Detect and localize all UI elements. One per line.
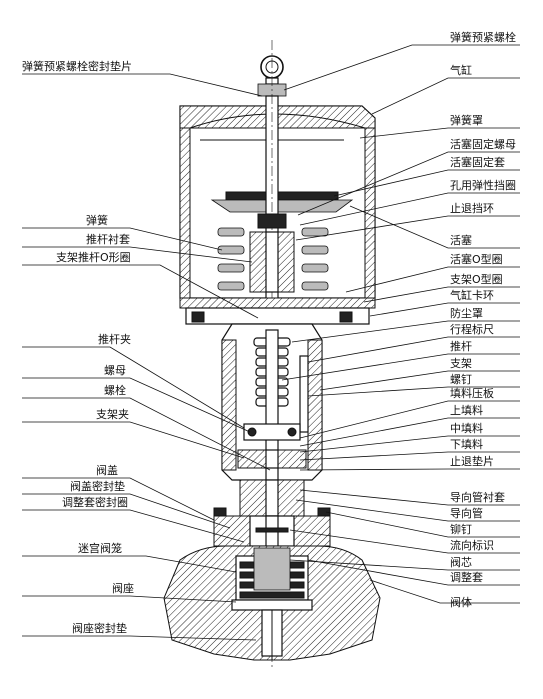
label-piston-nut: 活塞固定螺母 xyxy=(450,137,516,151)
label-yoke-rod-o-ring: 支架推杆O形圈 xyxy=(56,250,131,264)
label-lower-packing: 下填料 xyxy=(450,437,483,451)
right-labels: 弹簧预紧螺栓 气缸 弹簧罩 活塞固定螺母 活塞固定套 孔用弹性挡圈 止退挡环 活… xyxy=(450,30,516,609)
label-guide-tube: 导向管 xyxy=(450,506,483,520)
label-yoke: 支架 xyxy=(450,357,472,370)
valve-body xyxy=(163,545,381,661)
label-cylinder: 气缸 xyxy=(450,63,472,77)
label-push-rod: 推杆 xyxy=(450,339,472,353)
label-flow-direction: 流向标识 xyxy=(450,538,494,552)
label-middle-packing: 中填料 xyxy=(450,421,483,435)
label-cylinder-clip: 气缸卡环 xyxy=(450,288,494,302)
label-rivet: 铆钉 xyxy=(450,522,472,536)
label-bonnet: 阀盖 xyxy=(96,463,118,477)
label-adjusting-sleeve-seal: 调整套密封圈 xyxy=(62,495,128,509)
label-guide-bushing: 导向管衬套 xyxy=(450,490,505,504)
label-packing-flange: 填料压板 xyxy=(450,386,494,400)
push-rod-clamp xyxy=(243,423,301,441)
valve-seat xyxy=(231,599,313,611)
label-bonnet-gasket: 阀盖密封垫 xyxy=(70,479,125,493)
yoke-assembly xyxy=(221,323,323,481)
label-nut: 螺母 xyxy=(104,364,126,377)
label-spring-preload-bolt: 弹簧预紧螺栓 xyxy=(450,30,516,44)
label-retaining-ring: 止退挡环 xyxy=(450,201,494,215)
label-circlip: 孔用弹性挡圈 xyxy=(450,178,516,192)
label-upper-packing: 上填料 xyxy=(450,403,483,417)
label-screw: 螺钉 xyxy=(450,373,472,386)
label-piston: 活塞 xyxy=(450,233,472,247)
label-push-rod-bushing: 推杆衬套 xyxy=(86,232,130,246)
label-bolt: 螺栓 xyxy=(104,383,126,397)
label-stroke-scale: 行程标尺 xyxy=(450,322,494,336)
cylinder-base xyxy=(179,297,376,325)
label-lock-washer: 止退垫片 xyxy=(450,454,494,468)
spring-right xyxy=(301,227,329,291)
label-push-rod-clamp: 推杆夹 xyxy=(98,332,131,346)
actuator-assembly xyxy=(179,40,376,670)
stroke-scale xyxy=(299,355,309,433)
label-adjusting-sleeve: 调整套 xyxy=(450,570,483,584)
spring-left xyxy=(217,227,245,291)
label-dust-cover: 防尘罩 xyxy=(450,306,483,320)
flow-direction-plate xyxy=(255,527,289,533)
label-labyrinth-cage: 迷宫阀笼 xyxy=(78,541,122,555)
valve-plug xyxy=(253,547,291,591)
label-valve-seat: 阀座 xyxy=(112,581,134,595)
label-yoke-o-ring: 支架O型圈 xyxy=(450,272,503,286)
label-valve-plug: 阀芯 xyxy=(450,555,472,569)
bonnet-assembly xyxy=(213,479,331,547)
label-seat-gasket: 阀座密封垫 xyxy=(72,621,127,635)
piston-plate xyxy=(210,191,354,213)
left-labels: 弹簧预紧螺栓密封垫片 弹簧 推杆衬套 支架推杆O形圈 推杆夹 螺母 螺栓 支架夹… xyxy=(22,59,134,635)
label-yoke-clamp: 支架夹 xyxy=(96,408,129,421)
leader-lines xyxy=(22,44,520,641)
label-spring-cover: 弹簧罩 xyxy=(450,113,483,127)
label-preload-bolt-gasket: 弹簧预紧螺栓密封垫片 xyxy=(22,59,132,73)
label-valve-body: 阀体 xyxy=(450,595,472,609)
label-spring: 弹簧 xyxy=(86,213,108,227)
label-piston-sleeve: 活塞固定套 xyxy=(450,155,505,169)
label-piston-o-ring: 活塞O型圈 xyxy=(450,252,503,266)
piston-nut xyxy=(257,213,287,229)
